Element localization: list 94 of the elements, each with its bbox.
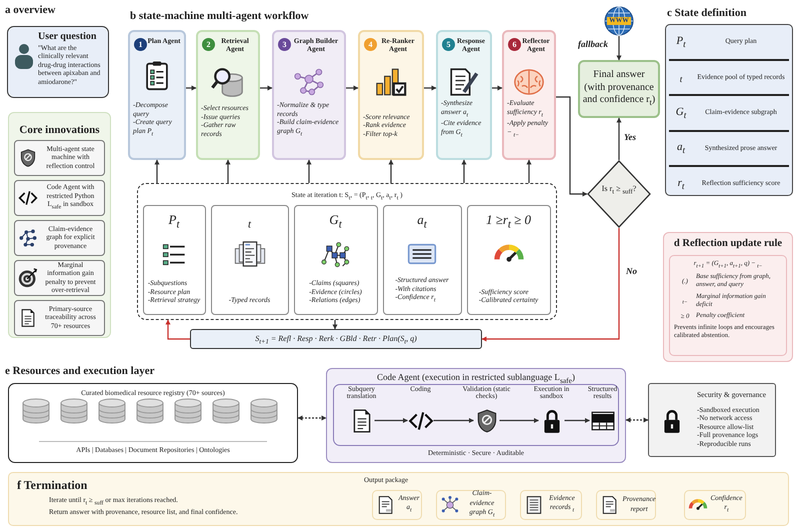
arrow <box>564 418 590 423</box>
agent-card <box>196 30 260 160</box>
arrow <box>154 160 160 183</box>
formula-text: S$_{t+1}$ = Refl · Resp · Rerk · GBld · Retr · Plan(S$_{t}$, q) <box>255 334 417 343</box>
output-item <box>372 490 422 520</box>
state-card <box>210 204 288 314</box>
edge-label: fallback <box>578 39 608 49</box>
output-item <box>520 490 582 520</box>
panel-heading: c State definition <box>667 7 746 19</box>
state-symbol: a$_{t}$ <box>417 212 427 232</box>
security-panel <box>648 383 776 457</box>
state-symbol: P$_{t}$ <box>168 212 180 232</box>
agent-card <box>272 30 346 160</box>
decision-text: Is r$_{t}$ ≥ $_{suff}$? <box>601 184 637 198</box>
symbol-text: t− <box>681 298 689 306</box>
innovation-item <box>14 180 104 216</box>
state-symbol: 1 ≥r$_{t}$ ≥ 0 <box>486 212 532 232</box>
arrow <box>166 320 190 340</box>
arrow <box>526 160 532 183</box>
innovation-item <box>14 260 104 296</box>
innovation-item <box>14 300 104 336</box>
database-cylinder <box>136 398 164 424</box>
table-cell-text: r$_{t}$ <box>676 176 686 191</box>
edge-label: No <box>626 266 637 276</box>
table-cell-text: P$_{t}$ <box>675 34 687 49</box>
output-item <box>684 490 746 520</box>
arrow <box>556 96 588 196</box>
table-cell-text: a$_{t}$ <box>676 141 686 156</box>
arrow <box>388 160 394 183</box>
arrow <box>434 418 474 423</box>
arrow <box>260 86 272 90</box>
arrow <box>346 86 358 90</box>
state-card <box>294 204 378 314</box>
state-symbol: G$_{t}$ <box>329 212 342 232</box>
arrow <box>226 160 230 183</box>
state-container <box>137 183 557 320</box>
step-number-badge: 6 <box>508 38 521 51</box>
panel-title: Code Agent (execution in restricted sublanguage L$_{safe}$) <box>376 372 576 385</box>
agent-card <box>128 30 186 160</box>
edge-label: Yes <box>624 132 636 142</box>
update-formula-box <box>190 329 482 349</box>
state-card <box>382 204 462 314</box>
state-card <box>466 204 550 314</box>
arrow <box>492 86 502 90</box>
table-cell-text: t <box>678 73 684 84</box>
arrow <box>332 320 338 330</box>
step-number-badge: 5 <box>442 38 455 51</box>
database-cylinder <box>98 398 126 424</box>
panel-heading: a overview <box>5 4 56 16</box>
agent-card <box>436 30 492 160</box>
resource-registry-box <box>8 383 298 463</box>
code-agent-panel <box>326 368 626 463</box>
arrow <box>462 160 466 183</box>
state-card <box>142 204 206 314</box>
table-cell-text: G$_{t}$ <box>674 106 688 120</box>
panel-heading: e Resources and execution layer <box>5 365 154 377</box>
step-number-badge: 3 <box>278 38 291 51</box>
arrow <box>424 86 436 90</box>
innovation-item <box>14 140 104 176</box>
agent-card <box>358 30 424 160</box>
arrow <box>186 86 196 90</box>
final-answer-box <box>578 60 660 118</box>
database-cylinder <box>22 398 50 424</box>
dashed-arrow <box>626 418 648 422</box>
state-symbol: t <box>248 217 251 232</box>
output-item <box>596 490 656 520</box>
question-heading: User question <box>38 31 98 42</box>
arrow <box>374 418 408 423</box>
agent-card <box>502 30 556 160</box>
arrow <box>306 160 312 183</box>
arrow <box>500 418 539 423</box>
database-cylinder <box>60 398 88 424</box>
database-cylinder <box>174 398 202 424</box>
decision-diamond <box>587 160 651 228</box>
innovations-panel <box>8 112 111 338</box>
arrow <box>616 36 622 60</box>
innovation-item <box>14 220 104 256</box>
step-number-badge: 2 <box>202 38 215 51</box>
question-card <box>7 26 109 98</box>
database-cylinder <box>250 398 278 424</box>
step-number-badge: 1 <box>134 38 147 51</box>
arrow <box>482 228 620 342</box>
arrow <box>616 118 622 160</box>
answer-text: Final answer (with provenance and confidence r$_{t}$) <box>582 69 656 109</box>
output-item <box>436 490 506 520</box>
termination-panel <box>8 472 789 526</box>
panel-heading: b state-machine multi-agent workflow <box>130 10 309 22</box>
database-cylinder <box>212 398 240 424</box>
step-number-badge: 4 <box>364 38 377 51</box>
panel-heading: f Termination <box>17 478 88 493</box>
panel-heading: Core innovations <box>19 124 100 136</box>
panel-heading: d Reflection update rule <box>672 238 784 249</box>
globe-node <box>604 6 634 36</box>
dashed-arrow <box>298 416 326 420</box>
